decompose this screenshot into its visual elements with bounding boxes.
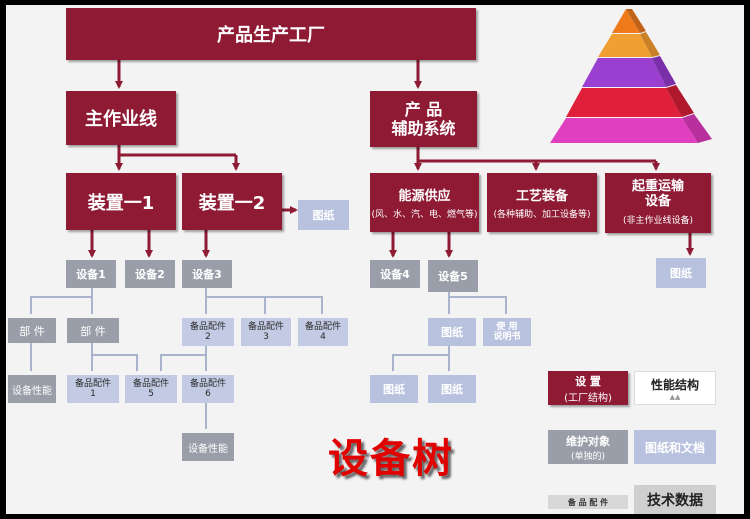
part-right: 部 件 — [67, 318, 119, 343]
legend-equipment: 设 置 (工厂结构) — [548, 371, 628, 405]
spare3: 备品配件 3 — [241, 318, 291, 346]
equip2: 设备2 — [125, 260, 175, 288]
energy-node: 能源供应 (风、水、汽、电、燃气等) — [370, 173, 479, 232]
legend-spare-parts: 备 品 配 件 — [548, 495, 628, 509]
unit1-node: 装置一1 — [66, 173, 176, 230]
unit2-node: 装置一2 — [182, 173, 282, 230]
spare2: 备品配件 2 — [182, 318, 234, 346]
aux-system-node: 产 品 辅助系统 — [370, 91, 477, 147]
e5-drawing3: 图纸 — [428, 375, 476, 403]
e5-manual: 使 用 说明书 — [483, 318, 531, 346]
legend-maintenance: 维护对象 (单独的) — [548, 430, 628, 464]
main-line-node: 主作业线 — [66, 91, 176, 145]
perf-left: 设备性能 — [8, 375, 56, 403]
legend-docs: 图纸和文档 — [634, 430, 716, 464]
spare6: 备品配件 6 — [182, 375, 234, 403]
spare1: 备品配件 1 — [67, 375, 119, 403]
part-left: 部 件 — [8, 318, 56, 343]
unit2-drawing: 图纸 — [298, 200, 349, 230]
legend-tech-data: 技术数据 — [634, 485, 716, 514]
spare4: 备品配件 4 — [298, 318, 348, 346]
lifting-drawing: 图纸 — [656, 258, 706, 288]
big-title: 设备树 — [328, 436, 454, 482]
spare5: 备品配件 5 — [125, 375, 177, 403]
equip1: 设备1 — [66, 260, 116, 288]
legend-performance: 性能结构 ▲▲ — [634, 371, 716, 405]
e5-drawing2: 图纸 — [370, 375, 418, 403]
performance-arrows-icon: ▲▲ — [669, 392, 681, 401]
connector-lines — [30, 60, 694, 429]
perf-bottom: 设备性能 — [182, 433, 234, 461]
root-node: 产品生产工厂 — [66, 8, 476, 60]
process-node: 工艺装备 (各种辅助、加工设备等) — [487, 173, 597, 232]
equip5: 设备5 — [428, 260, 478, 292]
pyramid-graphic — [550, 9, 712, 143]
e5-drawing: 图纸 — [428, 318, 476, 346]
diagram-canvas: 产品生产工厂 主作业线 产 品 辅助系统 装置一1 装置一2 图纸 能源供应 (… — [6, 5, 744, 514]
equip3: 设备3 — [182, 260, 232, 288]
equip4: 设备4 — [370, 260, 420, 288]
lifting-node: 起重运输 设备 (非主作业线设备) — [605, 173, 711, 233]
